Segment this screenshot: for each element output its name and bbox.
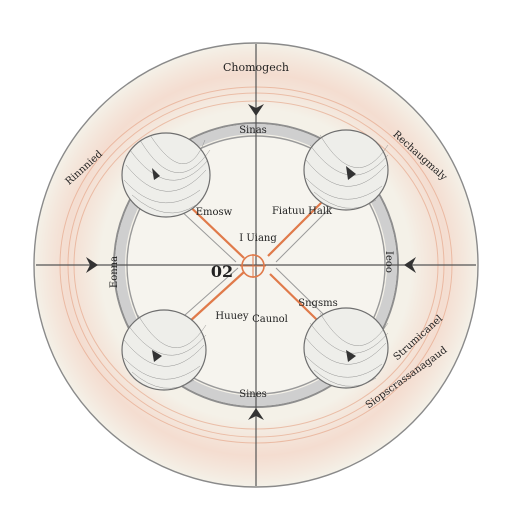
label-inner-left: Eonna xyxy=(109,256,120,288)
label-top-outer: Chomogech xyxy=(223,61,289,74)
label-upper-right: Fiatuu Halk xyxy=(272,206,333,217)
label-lower-left: Huuey xyxy=(215,311,249,322)
center-target xyxy=(240,254,266,278)
hatched-node-bottom-right xyxy=(303,307,389,389)
label-inner-top: Sinas xyxy=(239,125,267,136)
hatched-node-top-left xyxy=(121,132,211,218)
label-lower-right: Sngsms xyxy=(298,298,337,309)
label-inner-right: Ieoo xyxy=(383,251,394,273)
label-inner-bottom: Sines xyxy=(239,389,267,400)
label-upper-left: Emosw xyxy=(196,207,233,218)
label-lower-center: Caunol xyxy=(252,314,288,325)
hatched-node-bottom-left xyxy=(121,309,207,391)
hatched-node-top-right xyxy=(303,129,389,211)
axis-arrowheads xyxy=(86,104,416,420)
label-center: 02 xyxy=(211,262,233,281)
label-center-upper: I Uiang xyxy=(239,233,277,244)
